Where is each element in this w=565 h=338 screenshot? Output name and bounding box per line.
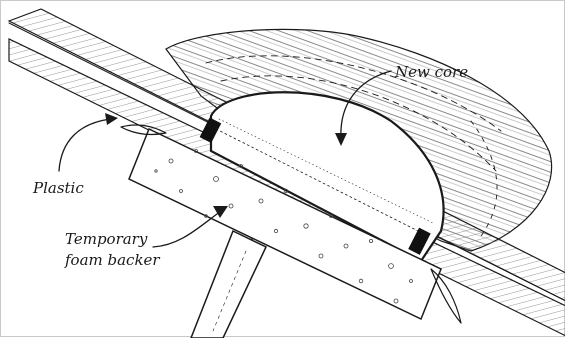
label-foam-line1: Temporary (65, 230, 148, 248)
label-new-core: New core (394, 63, 468, 81)
label-foam-line2: foam backer (64, 251, 160, 269)
backer-handle (191, 231, 266, 338)
label-plastic: Plastic (32, 179, 84, 197)
